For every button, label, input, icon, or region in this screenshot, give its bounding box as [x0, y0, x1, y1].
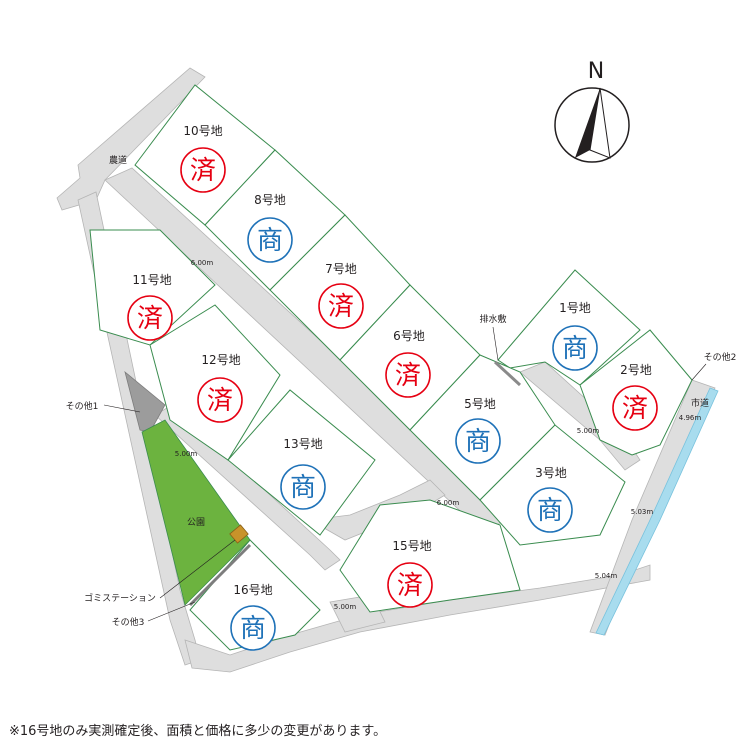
other2-label: その他2 [704, 351, 737, 363]
lot-13[interactable] [227, 389, 376, 536]
lot-3-marker[interactable]: 3号地 商 [527, 466, 573, 533]
lot-15-stamp: 済 [397, 571, 423, 601]
dim-5-04m: 5.04m [595, 572, 618, 580]
dim-5-03m: 5.03m [631, 508, 654, 516]
dim-6m-south: 6.00m [437, 499, 460, 507]
farm-road-label: 農道 [109, 154, 127, 166]
other3-strip [188, 543, 252, 607]
lot-7-stamp: 済 [328, 292, 354, 322]
lot-5-marker[interactable]: 5号地 商 [455, 397, 501, 464]
north-label: N [588, 59, 604, 84]
dim-5m-south: 5.00m [334, 603, 357, 611]
dim-5m-east: 5.00m [577, 427, 600, 435]
lot-12-marker[interactable]: 12号地 済 [197, 353, 243, 423]
lot-13-label: 13号地 [283, 437, 322, 451]
lot-10-stamp-circle [180, 147, 226, 193]
lot-1-stamp: 商 [562, 334, 588, 364]
park-area [141, 419, 251, 606]
other2-leader [691, 363, 707, 381]
lot-8-label: 8号地 [254, 193, 286, 207]
lot-7-stamp-circle [318, 283, 364, 329]
dim-6m-north: 6.00m [191, 259, 214, 267]
lot-10-label: 10号地 [183, 124, 222, 138]
lot-16-label: 16号地 [233, 583, 272, 597]
garbage-station-area [229, 524, 249, 544]
lot-12-stamp: 済 [207, 386, 233, 416]
lot-1-marker[interactable]: 1号地 商 [552, 301, 598, 371]
east-city-road [589, 379, 716, 636]
other1-leader [103, 404, 141, 413]
lot-3[interactable] [479, 424, 626, 546]
other3-leader [147, 601, 196, 622]
lot-2-label: 2号地 [620, 363, 652, 377]
lot-6-stamp-circle [385, 352, 431, 398]
lot-11-marker[interactable]: 11号地 済 [127, 273, 173, 341]
other1-label: その他1 [66, 400, 99, 412]
other3-label: その他3 [112, 616, 145, 628]
lot-6-stamp: 済 [395, 361, 421, 391]
lot-13-stamp-circle [280, 464, 326, 510]
park-label: 公園 [187, 517, 205, 528]
lot-15-marker[interactable]: 15号地 済 [387, 539, 433, 608]
lot-13-stamp: 商 [290, 473, 316, 503]
lot-3-label: 3号地 [535, 466, 567, 480]
lot-11-stamp: 済 [137, 304, 163, 334]
lot-2-stamp-circle [612, 385, 658, 431]
lot-3-stamp-circle [527, 487, 573, 533]
lot-1-label: 1号地 [559, 301, 591, 315]
lot-16-stamp: 商 [240, 614, 266, 644]
lot-7-marker[interactable]: 7号地 済 [318, 262, 364, 329]
lot-10-stamp: 済 [190, 156, 216, 186]
lot-11-label: 11号地 [132, 273, 171, 287]
garbage-station-label: ゴミステーション [84, 592, 156, 604]
lot-5-label: 5号地 [464, 397, 496, 411]
water-channel [595, 387, 719, 636]
lot-15-stamp-circle [387, 562, 433, 608]
lot-12-stamp-circle [197, 377, 243, 423]
lot-1-stamp-circle [552, 325, 598, 371]
compass-needle-light [589, 87, 611, 159]
lot-8-stamp-circle [247, 217, 293, 263]
garbage-station-leader [159, 539, 236, 599]
compass-circle [554, 87, 630, 163]
lot-7-label: 7号地 [325, 262, 357, 276]
south-road [184, 564, 651, 673]
lot-11-stamp-circle [127, 295, 173, 341]
lot-16-marker[interactable]: 16号地 商 [230, 583, 276, 651]
lot-8-stamp: 商 [257, 226, 283, 256]
lot-6-label: 6号地 [393, 329, 425, 343]
lot-16[interactable] [189, 539, 321, 651]
compass-needle-dark [575, 88, 600, 158]
lot-8-marker[interactable]: 8号地 商 [247, 193, 293, 263]
lot-16-stamp-circle [230, 605, 276, 651]
lot-6-marker[interactable]: 6号地 済 [385, 329, 431, 398]
drainage-label: 排水敷 [479, 313, 506, 325]
dim-4-96m: 4.96m [679, 414, 702, 422]
lot-10-marker[interactable]: 10号地 済 [180, 124, 226, 193]
city-road-label: 市道 [691, 397, 709, 409]
lot-11[interactable] [89, 229, 216, 346]
drainage-leader [492, 326, 499, 361]
lot-3-stamp: 商 [537, 496, 563, 526]
compass: N [554, 59, 630, 163]
lot-12-label: 12号地 [201, 353, 240, 367]
lot-2-stamp: 済 [622, 394, 648, 424]
farm-road [56, 67, 206, 211]
lot-13-marker[interactable]: 13号地 商 [280, 437, 326, 510]
lot-2-marker[interactable]: 2号地 済 [612, 363, 658, 431]
dim-5m-west: 5.00m [175, 450, 198, 458]
drainage-strip [493, 360, 522, 387]
lot-5-stamp: 商 [465, 427, 491, 457]
lot-5-stamp-circle [455, 418, 501, 464]
lot-15-label: 15号地 [392, 539, 431, 553]
lot-15[interactable] [339, 499, 521, 613]
footnote: ※16号地のみ実測確定後、面積と価格に多少の変更があります。 [9, 724, 387, 739]
